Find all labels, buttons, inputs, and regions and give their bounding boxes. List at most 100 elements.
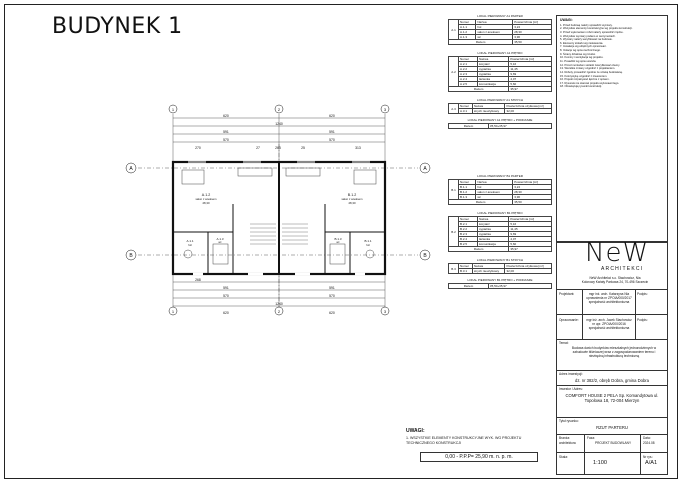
bottom-notes-title: UWAGI:: [406, 428, 425, 434]
notes-title: UWAGI:: [560, 18, 573, 22]
designer-spec: specjalność architektoniczna: [588, 300, 630, 304]
dim-label: 263: [275, 146, 281, 150]
dim-label: 570: [223, 294, 229, 298]
table-cell: A.3.1: [458, 108, 473, 115]
phase-value: PROJEKT BUDOWLANY: [595, 441, 632, 445]
author-name: mgr inż. arch. Jacek Stachowicz: [586, 318, 632, 322]
table-cell: B.3.1: [458, 268, 473, 275]
drawing-title: RZUT PARTERU: [596, 425, 628, 430]
bottom-note: 1. WSZYSTKIE ELEMENTY KONSTRUKCYJNE WYK.…: [406, 436, 522, 445]
table-cell: strych nieużytkowy: [471, 268, 506, 275]
date-value: 2024.08: [643, 441, 655, 445]
note-item: 2. Wszystkie elementy konstrukcyjne wg p…: [560, 27, 633, 31]
note-item: 14. Roboty prowadzić zgodnie ze sztuką b…: [560, 70, 623, 74]
scale-label: Skala:: [559, 455, 568, 459]
title-block: [556, 242, 668, 475]
branch-value: architektura: [559, 441, 576, 445]
table-total-label: Razem: [447, 39, 514, 45]
note-item: 18. Obowiązują rysunki konstrukcji.: [560, 85, 602, 89]
office-address: Kolorowy Kwiaty Parkowa 24, 70-496 Szcze…: [581, 280, 649, 284]
table-caption: LOKAL PIEROWANY B1 STRYCH: [476, 258, 524, 263]
summary-label: Razem: [448, 122, 489, 129]
logo: NeW: [585, 238, 650, 268]
dim-label: 591: [223, 130, 229, 134]
room-name: hol: [188, 243, 192, 247]
branch-label: Branża:: [559, 436, 570, 440]
dim-label: 620: [223, 114, 229, 118]
summary-value: 35,50+35,97: [487, 122, 553, 129]
drawing-label: Tytuł rysunku:: [559, 419, 579, 423]
dim-label: 620: [329, 311, 335, 315]
level-label: 0,00 - P.P.P= 25,90 m. n. p. m.: [420, 452, 538, 462]
drawing-sheet: [4, 4, 678, 479]
room-name: salon z aneksem: [342, 197, 364, 201]
table-group: A.1: [448, 19, 459, 40]
table-cell: 32,00: [504, 268, 552, 275]
phase-label: Faza:: [587, 436, 595, 440]
dim-label: 1240: [275, 122, 283, 126]
table-total-value: 35,97: [508, 246, 552, 252]
dim-label: 591: [223, 286, 229, 290]
sheet-number-label: Nr rys.:: [643, 455, 654, 459]
room-id: A.1.3: [216, 237, 223, 241]
axis-label: 2: [278, 309, 281, 314]
date-label: Data:: [643, 436, 651, 440]
dim-label: 270: [195, 146, 201, 150]
summary-value: 35,50+35,97: [487, 282, 553, 289]
note-item: 1. Przed budową należy sprawdzić wymiary…: [560, 23, 613, 27]
dim-label: 591: [329, 286, 335, 290]
table-caption: LOKAL PIEROWANY B1 PARTER: [477, 174, 523, 178]
table-total-value: 35,50: [512, 199, 552, 205]
axis-label: 3: [384, 107, 387, 112]
dim-label: 25: [301, 146, 305, 150]
table-group: B.3: [448, 263, 459, 275]
table-group: A.3: [448, 103, 459, 115]
note-item: 8. Izolacje wg opisu technicznego.: [560, 49, 601, 53]
note-item: 15. Kolorystykę uzgodnić z inwestorem.: [560, 74, 608, 78]
note-item: 11. Posadzki wg opisu warstw.: [560, 60, 597, 63]
axis-label: 1: [172, 309, 175, 314]
floor-plan: A A B B 1 2 3 1 2 3 620 620 1240 591 591…: [125, 104, 431, 316]
dim-label: 268: [195, 278, 201, 282]
table-caption: LOKAL PIEROWANY A1 STRYCH: [476, 98, 523, 103]
axis-label: A: [129, 166, 133, 172]
dim-label: 570: [223, 138, 229, 142]
table-total-value: 35,50: [512, 39, 552, 45]
table-total-label: Razem: [447, 86, 510, 92]
dim-label: 620: [329, 114, 335, 118]
axis-label: 1: [172, 107, 175, 112]
dim-label: 570: [329, 294, 335, 298]
subject-text: Budowa dwóch budynków mieszkalnych jedno…: [571, 346, 657, 358]
note-item: 4. Wszystkie wymiary podano w centymetra…: [560, 34, 616, 38]
note-item: 10. Kominy i wentylacja wg projektu.: [560, 56, 604, 60]
notes-panel: UWAGI: 1. Przed budową należy sprawdzić …: [556, 15, 668, 242]
note-item: 17. Rysunek nie stanowi projektu wykonaw…: [560, 81, 620, 85]
note-item: 12. Przed montażem stolarki zweryfikować…: [560, 63, 620, 67]
summary-label: Razem: [448, 282, 489, 289]
sheet-number: A/A1: [645, 460, 658, 466]
sheet-title: BUDYNEK 1: [52, 14, 183, 39]
room-name: hol: [366, 243, 370, 247]
dim-label: 27: [256, 146, 260, 150]
designer-name: mgr inż. arch. Katarzyna Nia: [588, 292, 630, 296]
table-total-label: Razem: [447, 199, 514, 205]
dim-label: 620: [223, 311, 229, 315]
axis-label: 3: [384, 309, 387, 314]
address-text: dz. nr 382/2, obręb Dobra, gmina Dobra: [574, 378, 650, 383]
room-name: wc: [218, 241, 222, 244]
room-area: 28,30: [349, 201, 356, 205]
designer-label: Projektant:: [559, 292, 575, 296]
room-id: A.1.2: [202, 193, 210, 197]
